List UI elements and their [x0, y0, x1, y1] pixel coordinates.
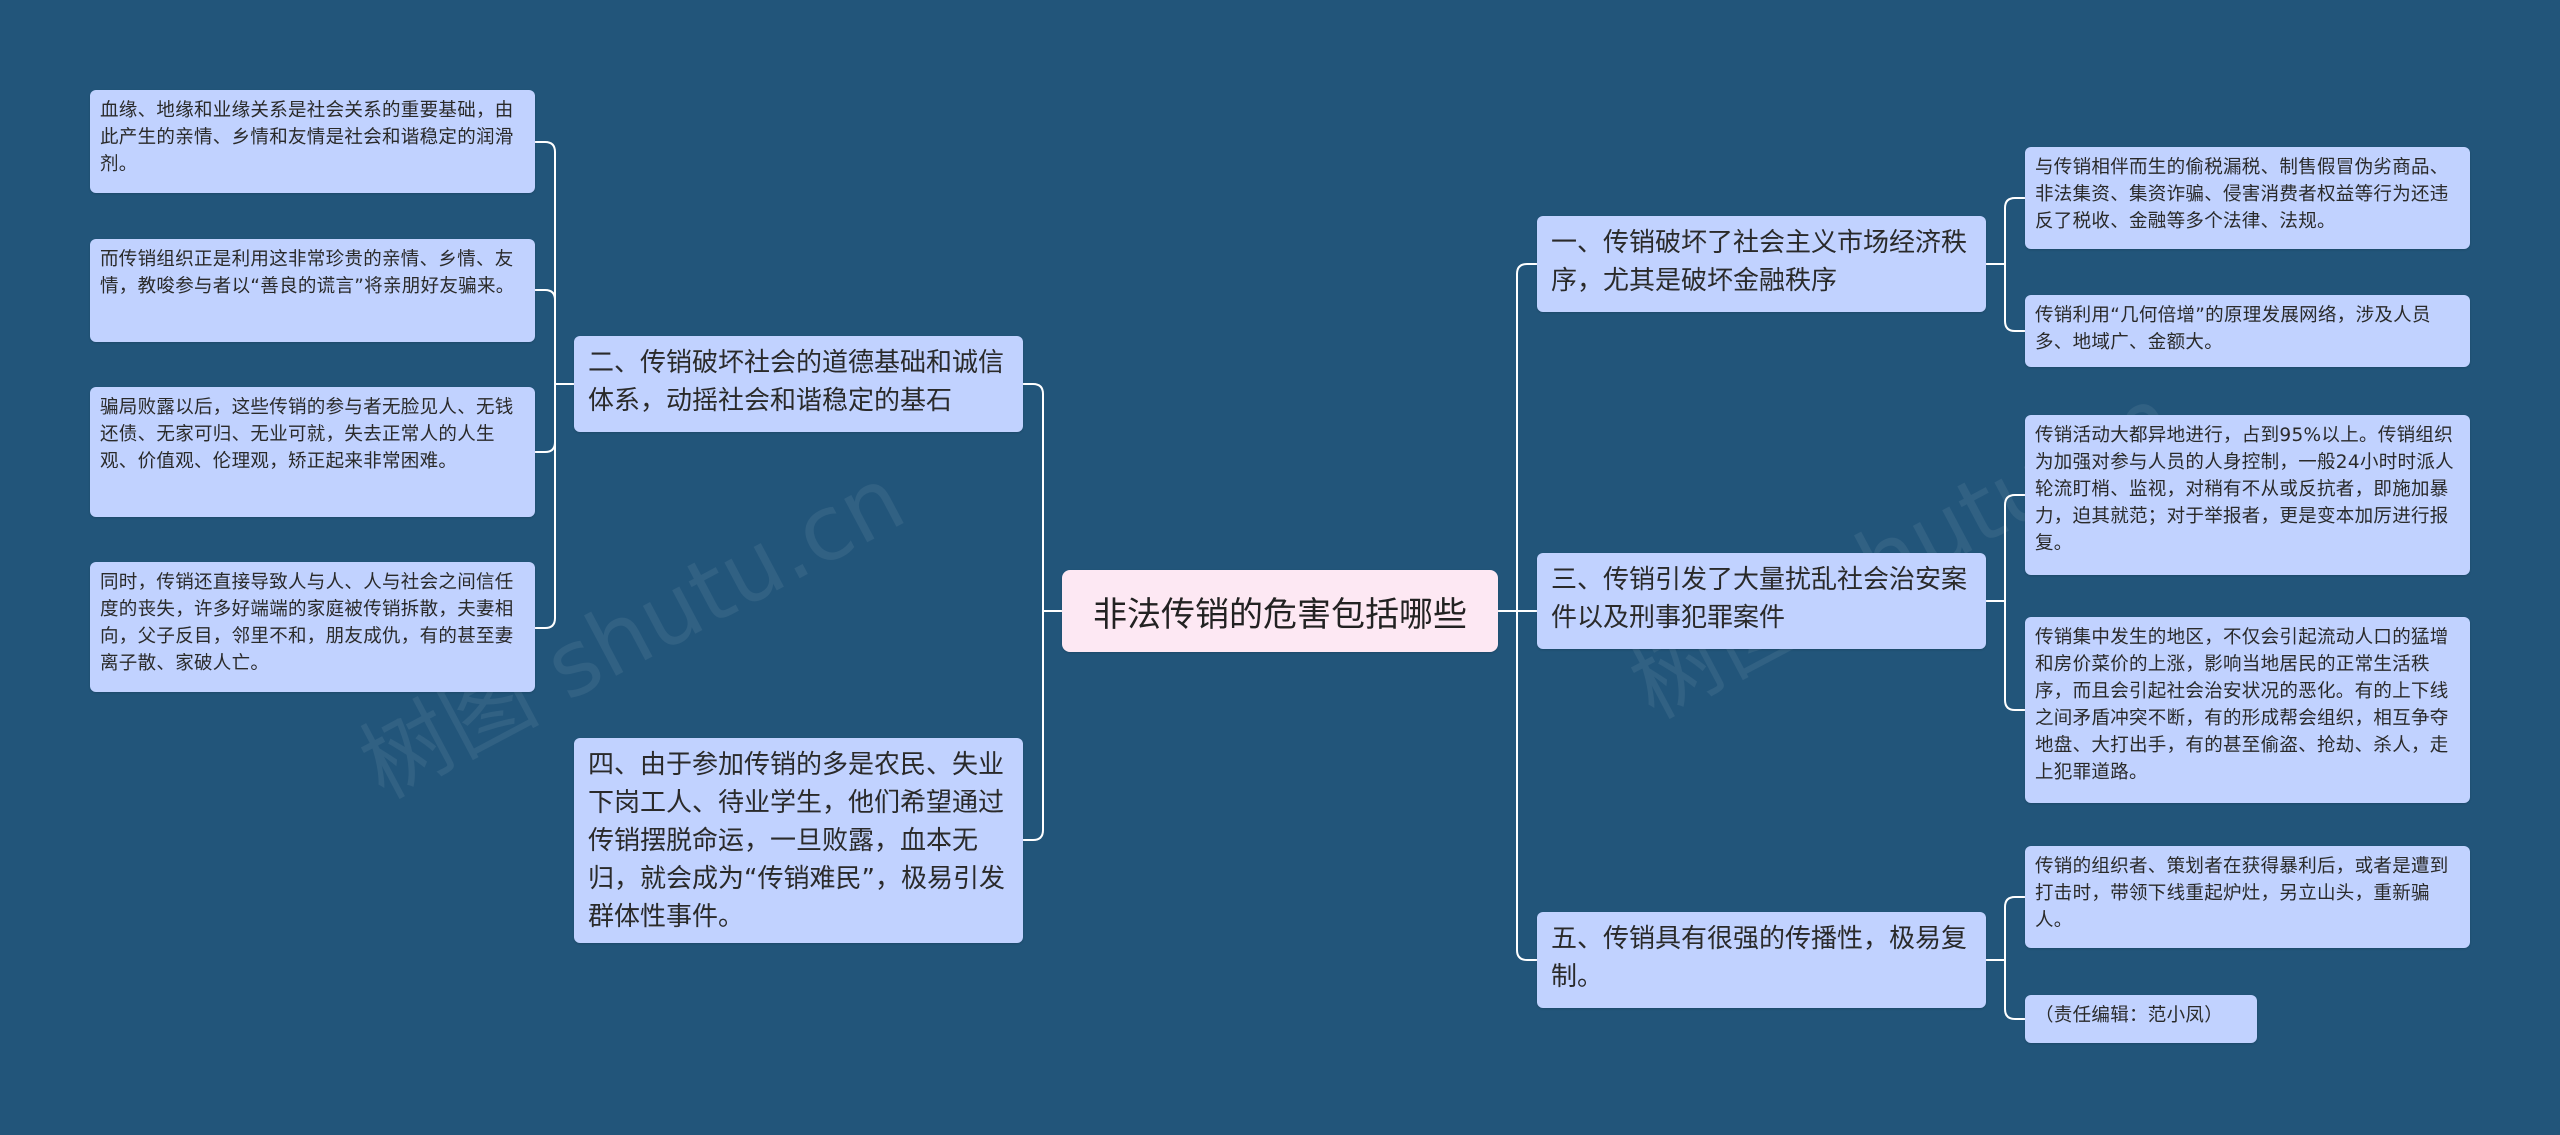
- link-b1-r2: [1986, 263, 2025, 332]
- link-b5-r6: [1986, 959, 2025, 1020]
- leaf-aftermath[interactable]: 骗局败露以后，这些传销的参与者无脸见人、无钱还债、无家可归、无业可就，失去正常人…: [90, 387, 535, 517]
- link-root-b2: [1023, 383, 1062, 612]
- link-b2-l2: [535, 289, 574, 385]
- branch-public-security[interactable]: 三、传销引发了大量扰乱社会治安案件以及刑事犯罪案件: [1537, 553, 1986, 649]
- root-topic[interactable]: 非法传销的危害包括哪些: [1062, 570, 1498, 652]
- leaf-tax-evasion[interactable]: 与传销相伴而生的偷税漏税、制售假冒伪劣商品、非法集资、集资诈骗、侵害消费者权益等…: [2025, 147, 2470, 249]
- leaf-personal-control[interactable]: 传销活动大都异地进行，占到95%以上。传销组织为加强对参与人员的人身控制，一般2…: [2025, 415, 2470, 575]
- leaf-exploit-family[interactable]: 而传销组织正是利用这非常珍贵的亲情、乡情、友情，教唆参与者以“善良的谎言”将亲朋…: [90, 239, 535, 342]
- branch-market-order[interactable]: 一、传销破坏了社会主义市场经济秩序，尤其是破坏金融秩序: [1537, 216, 1986, 312]
- link-root-b5: [1498, 610, 1537, 961]
- link-b1-r1: [1986, 197, 2025, 265]
- link-root-b4: [1023, 610, 1062, 841]
- leaf-trust-loss[interactable]: 同时，传销还直接导致人与人、人与社会之间信任度的丧失，许多好端端的家庭被传销拆散…: [90, 562, 535, 692]
- link-b2-l1: [535, 141, 574, 385]
- branch-moral-credit[interactable]: 二、传销破坏社会的道德基础和诚信体系，动摇社会和谐稳定的基石: [574, 336, 1023, 432]
- link-b3-r3: [1986, 494, 2025, 602]
- branch-mass-incidents[interactable]: 四、由于参加传销的多是农民、失业下岗工人、待业学生，他们希望通过传销摆脱命运，一…: [574, 738, 1023, 943]
- leaf-restart[interactable]: 传销的组织者、策划者在获得暴利后，或者是遭到打击时，带领下线重起炉灶，另立山头，…: [2025, 846, 2470, 948]
- link-b2-l4: [535, 383, 574, 629]
- link-b3-r4: [1986, 600, 2025, 711]
- leaf-editor[interactable]: （责任编辑：范小凤）: [2025, 995, 2257, 1043]
- leaf-social-disorder[interactable]: 传销集中发生的地区，不仅会引起流动人口的猛增和房价菜价的上涨，影响当地居民的正常…: [2025, 617, 2470, 803]
- leaf-blood-relations[interactable]: 血缘、地缘和业缘关系是社会关系的重要基础，由此产生的亲情、乡情和友情是社会和谐稳…: [90, 90, 535, 193]
- branch-spread[interactable]: 五、传销具有很强的传播性，极易复制。: [1537, 912, 1986, 1008]
- leaf-geometric-growth[interactable]: 传销利用“几何倍增”的原理发展网络，涉及人员多、地域广、金额大。: [2025, 295, 2470, 367]
- link-root-b1: [1498, 263, 1537, 612]
- link-b5-r5: [1986, 896, 2025, 961]
